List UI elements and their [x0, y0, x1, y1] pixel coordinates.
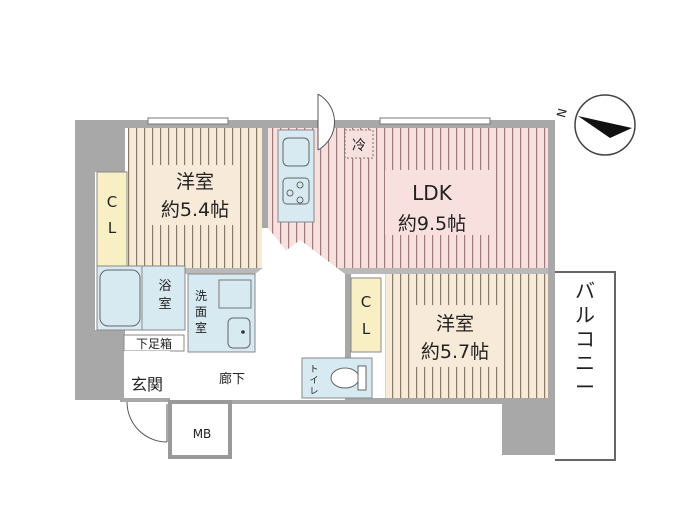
compass-north-label: N	[554, 107, 570, 119]
closet-2	[350, 277, 382, 353]
ldk-name: LDK	[412, 181, 453, 205]
fridge-label: 冷	[352, 138, 366, 154]
stove-icon	[282, 177, 310, 205]
toilet-label-1: ト	[309, 365, 318, 375]
washroom-label-1: 洗	[195, 289, 207, 303]
svg-text:バ: バ	[575, 279, 595, 303]
closet-1-c: C	[107, 193, 117, 211]
closet-1-l: L	[108, 219, 117, 237]
bath-label-2: 室	[158, 296, 171, 312]
toilet-icon	[330, 367, 360, 389]
closet-2-l: L	[362, 320, 371, 338]
washroom-label-3: 室	[195, 320, 207, 335]
western-room-1-size: 約5.4帖	[161, 199, 229, 221]
hallway-label: 廊下	[219, 371, 245, 387]
entrance-door	[126, 401, 168, 443]
meter-box	[168, 400, 232, 459]
wash-basin-icon	[227, 317, 251, 349]
window	[147, 117, 229, 125]
entrance-label: 玄関	[131, 375, 163, 394]
ldk-size: 約9.5帖	[398, 213, 466, 235]
compass-icon: N	[554, 94, 636, 156]
bath-label-1: 浴	[158, 279, 171, 294]
western-room-1-name: 洋室	[176, 171, 214, 193]
hallway	[170, 240, 345, 400]
svg-text:コ: コ	[575, 327, 595, 351]
toilet-label-3: レ	[309, 387, 318, 397]
balcony	[555, 271, 616, 461]
bathtub-icon	[99, 269, 141, 327]
shoe-box-label: 下足箱	[136, 336, 172, 351]
balcony-label: バ ル コ ニ ー	[575, 279, 595, 399]
mb-label: MB	[193, 427, 212, 441]
svg-text:ニ: ニ	[575, 351, 595, 375]
svg-text:ル: ル	[575, 303, 595, 327]
closet-2-c: C	[361, 293, 371, 311]
window	[379, 117, 491, 125]
sink-icon	[282, 137, 310, 167]
toilet-label-2: イ	[309, 376, 318, 386]
fridge-space	[344, 129, 374, 159]
washroom-label-2: 面	[195, 305, 207, 319]
western-room-2-size: 約5.7帖	[421, 341, 489, 363]
western-room-2-name: 洋室	[436, 313, 474, 335]
svg-text:ー: ー	[575, 375, 595, 399]
door-swing	[317, 93, 335, 151]
